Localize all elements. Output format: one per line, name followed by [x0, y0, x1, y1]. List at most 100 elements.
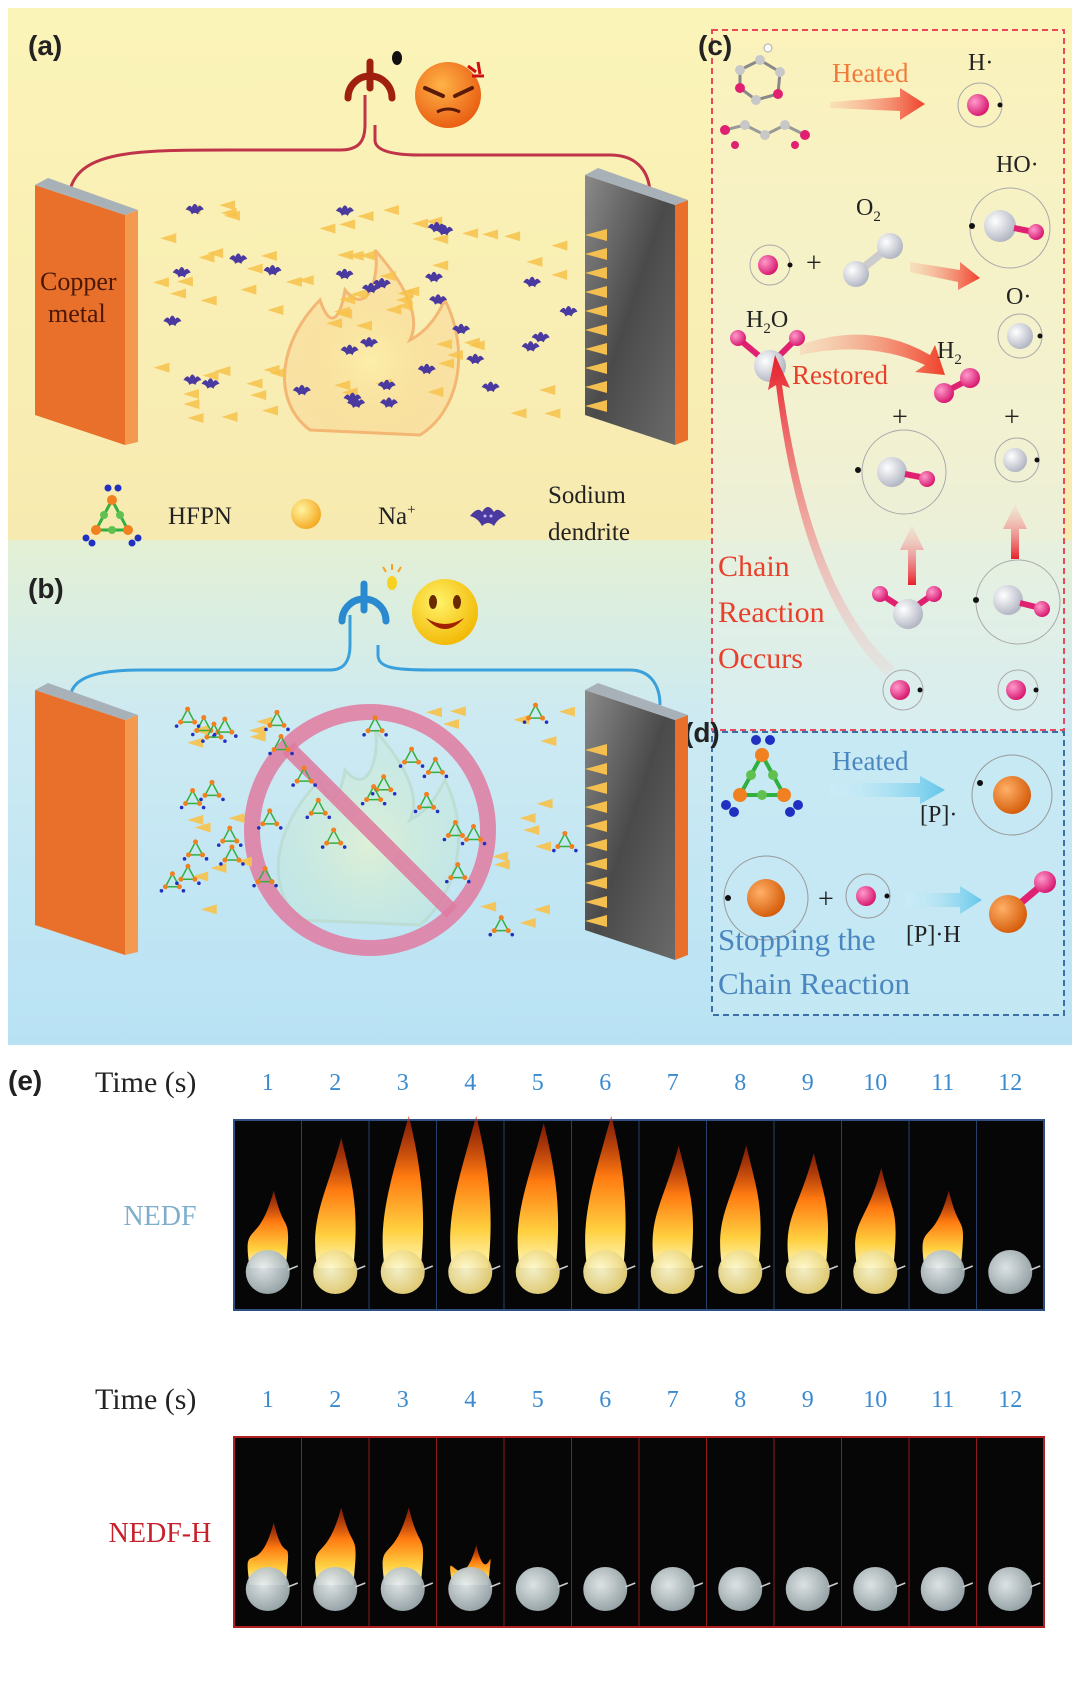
sample-disc	[245, 1250, 290, 1294]
sodium-dendrite	[466, 353, 485, 365]
flame-frame	[436, 1437, 501, 1627]
reaction-arrow-d	[905, 886, 982, 914]
sodium-ion	[551, 269, 568, 280]
plus-d: +	[818, 884, 834, 915]
flame	[652, 1145, 694, 1268]
sodium-dendrite	[292, 384, 311, 396]
hfpn-molecule	[252, 866, 278, 888]
sodium-ion	[535, 841, 552, 852]
deposit-spike	[585, 801, 607, 813]
time-tick-label: 7	[667, 1070, 679, 1096]
plus-1: +	[806, 248, 822, 279]
h2-label: H2	[937, 338, 962, 368]
sodium-ion	[379, 271, 396, 282]
sodium-ion	[260, 250, 277, 261]
sample-disc	[245, 1567, 290, 1611]
hfpn-molecule	[159, 871, 186, 893]
sample-disc	[583, 1250, 628, 1294]
reaction-arrow-2	[910, 262, 980, 290]
panel-d-mechanism: Heated [P]· + [P]·H Stopping the Chain R…	[718, 735, 1056, 1001]
sodium-ion	[462, 228, 479, 239]
p-radical-atom	[993, 776, 1031, 814]
sodium-dendrite	[424, 271, 443, 283]
sodium-dendrite	[360, 337, 379, 348]
sodium-ion	[357, 211, 374, 222]
sodium-ion	[153, 362, 170, 373]
sample-disc	[718, 1250, 763, 1294]
deposit-spike	[585, 839, 607, 851]
dendrite-spike	[585, 324, 607, 336]
sodium-ion	[246, 378, 263, 389]
sodium-ion	[200, 295, 217, 306]
sodium-ion	[240, 284, 257, 295]
copper-label-line2: metal	[48, 299, 106, 328]
panel-d-border	[711, 731, 1065, 1016]
sodium-ion	[412, 218, 429, 229]
flame	[315, 1138, 356, 1268]
hfpn-molecule	[445, 862, 471, 884]
sodium-ion	[551, 240, 568, 251]
panel-label-a: (a)	[28, 30, 62, 61]
legend-na-label: Na+	[378, 502, 416, 530]
dendrite-spike	[585, 400, 607, 412]
panel-label-b: (b)	[28, 573, 64, 604]
sodium-ion	[220, 208, 237, 219]
hfpn-molecule	[360, 784, 387, 806]
stop-label-line2: Chain Reaction	[718, 966, 910, 1001]
time-label: Time (s)	[95, 1066, 196, 1099]
sodium-ion	[170, 288, 187, 299]
sodium-ion	[198, 252, 215, 263]
sodium-ion-legend-icon	[291, 499, 321, 529]
sodium-dendrite	[427, 221, 446, 233]
sodium-ion	[337, 250, 354, 261]
sodium-dendrite	[417, 363, 436, 375]
flame	[315, 1507, 356, 1585]
sodium-ion	[214, 366, 231, 377]
sodium-ion	[182, 388, 199, 399]
plus-3: +	[1004, 402, 1020, 433]
time-tick-label: 10	[863, 1387, 887, 1413]
hfpn-molecule	[305, 797, 332, 820]
dendrite-spike	[585, 267, 607, 279]
deposit-spike	[585, 782, 607, 794]
sodium-ion	[176, 276, 193, 287]
dendrite-spike	[585, 343, 607, 355]
h-radical-atom	[967, 94, 989, 116]
panel-label-e: (e)	[8, 1065, 42, 1096]
flame-frame	[368, 1115, 434, 1310]
electrolyte-molecule-icon	[720, 43, 810, 149]
time-label: Time (s)	[95, 1383, 196, 1416]
hfpn-molecule	[552, 831, 578, 853]
sample-disc	[920, 1250, 965, 1294]
sample-disc	[650, 1250, 695, 1294]
sample-name-label: NEDF-H	[109, 1518, 212, 1549]
sodium-dendrite	[429, 294, 448, 305]
legend: HFPN Na+ Sodium dendrite	[82, 482, 630, 547]
time-tick-label: 3	[397, 1387, 409, 1413]
time-tick-label: 2	[329, 1070, 341, 1096]
deposit-spike	[585, 820, 607, 832]
sodium-ion	[250, 390, 267, 401]
sodium-ion	[443, 719, 460, 730]
chain-label-line3: Occurs	[718, 642, 803, 675]
h-radical-d	[856, 886, 876, 906]
ho-radical-oxygen	[984, 210, 1016, 242]
sodium-ion	[482, 229, 499, 240]
sodium-ion	[510, 408, 527, 419]
sodium-ion	[246, 263, 263, 274]
flame-frame	[503, 1120, 569, 1310]
panel-a-wire	[68, 95, 652, 196]
sample-disc	[650, 1567, 695, 1611]
sodium-ion	[523, 825, 540, 836]
ho-radical-label: HO·	[996, 152, 1039, 178]
legend-dendrite-line2: dendrite	[548, 519, 630, 546]
flame-frame	[301, 1437, 366, 1627]
sodium-ion	[533, 904, 550, 915]
panel-b-wire	[68, 615, 662, 706]
sample-disc	[785, 1250, 830, 1294]
time-tick-label: 7	[667, 1387, 679, 1413]
sample-disc	[380, 1250, 425, 1294]
sodium-dendrite	[343, 392, 362, 404]
flame	[787, 1153, 829, 1268]
